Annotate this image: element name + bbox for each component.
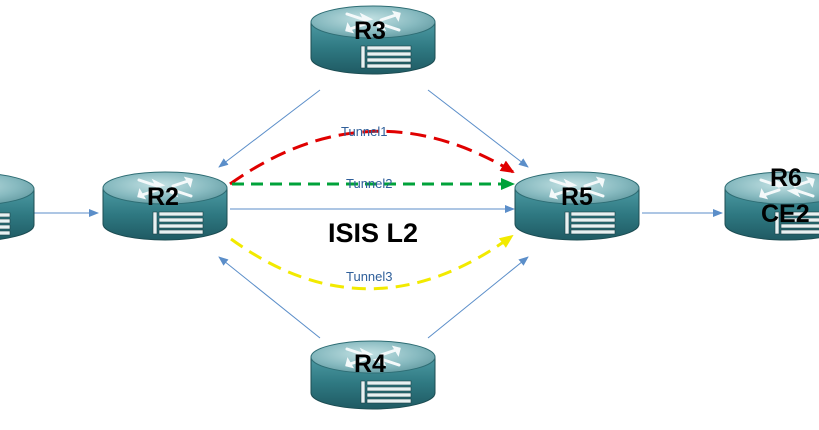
link-r3-r5 <box>427 89 529 168</box>
link-r3-r2 <box>218 89 321 168</box>
router-r4: R4 <box>309 339 437 411</box>
protocol-label: ISIS L2 <box>328 218 418 248</box>
link-r4-r2 <box>218 256 321 339</box>
router-r3-label: R3 <box>354 17 386 45</box>
router-r3: R3 <box>309 4 437 76</box>
router-r2: R2 <box>101 170 229 242</box>
router-r1 <box>0 171 36 243</box>
router-r2-label: R2 <box>147 183 179 211</box>
router-r6-label2: CE2 <box>761 200 810 228</box>
links <box>30 89 723 339</box>
router-r6: R6 CE2 <box>723 164 819 242</box>
tunnel1-path <box>229 129 515 186</box>
router-icon <box>0 171 36 243</box>
router-r6-label: R6 <box>770 164 802 192</box>
router-r4-label: R4 <box>354 350 386 378</box>
router-r5: R5 <box>513 170 641 242</box>
router-r5-label: R5 <box>561 183 593 211</box>
link-r4-r5 <box>427 256 529 339</box>
tunnel1-label: Tunnel1 <box>341 124 388 139</box>
tunnel2-label: Tunnel2 <box>346 176 393 191</box>
tunnel3-label: Tunnel3 <box>346 269 393 284</box>
